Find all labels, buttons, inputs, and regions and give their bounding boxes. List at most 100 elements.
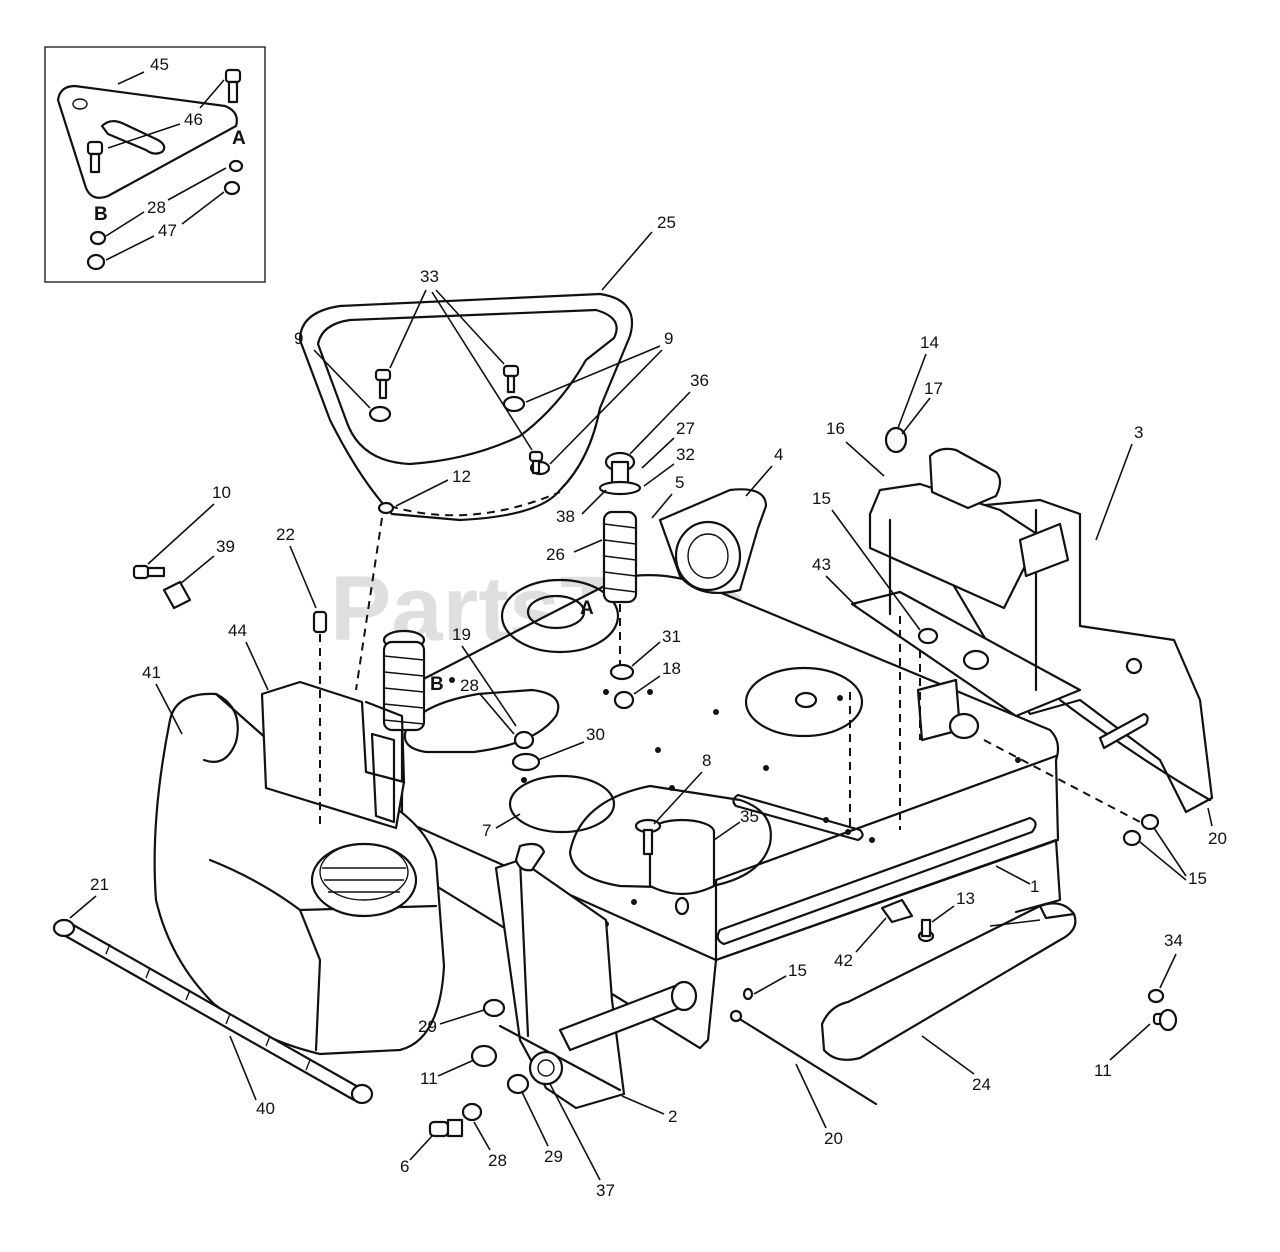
- bushing-11-right: [1152, 1008, 1178, 1032]
- collector-cover: [260, 680, 406, 830]
- callout-11-right: 11: [1094, 1061, 1112, 1080]
- inset-nut-left: [86, 253, 106, 271]
- leader-20-right: [1207, 807, 1213, 827]
- callout-25: 25: [657, 213, 676, 232]
- leader-7: [495, 813, 521, 829]
- chute-adapter: [658, 488, 768, 594]
- washer-31: [609, 663, 635, 681]
- callout-15-right: 15: [1188, 869, 1207, 888]
- leader-46b: [107, 123, 181, 149]
- leader-6: [409, 1135, 433, 1161]
- leader-11-left: [437, 1059, 475, 1077]
- cable-sleeve: [1098, 712, 1149, 750]
- rod-20-end: [729, 1009, 743, 1023]
- carriage-bolt-a: [374, 368, 392, 400]
- leader-12: [395, 479, 449, 507]
- bushing-37: [528, 1050, 564, 1086]
- baffle-hole-right: [502, 395, 526, 413]
- callout-42: 42: [834, 951, 853, 970]
- callout-13: 13: [956, 889, 975, 908]
- spring-assembly-a: [598, 451, 642, 664]
- inset-letter-b: B: [94, 204, 108, 225]
- leader-3: [1095, 443, 1133, 541]
- leader-13: [931, 905, 955, 923]
- leader-17: [901, 397, 931, 435]
- leader-22: [289, 545, 317, 609]
- tie-rod-head: [312, 610, 328, 634]
- callout-29-upper: 29: [418, 1017, 437, 1036]
- leader-41: [155, 683, 183, 735]
- callout-9-right: 9: [664, 329, 673, 348]
- deck-oval-opening: [403, 688, 560, 754]
- leader-9-right-b: [549, 349, 663, 465]
- clip-39: [162, 580, 192, 610]
- leader-47b: [105, 235, 155, 261]
- inset-plate-hole: [72, 98, 88, 110]
- leader-15-right-a: [1153, 827, 1187, 877]
- bolt-13: [917, 918, 935, 943]
- leader-9-right-a: [525, 345, 661, 403]
- nut-28-lower: [461, 1102, 483, 1122]
- leader-37: [549, 1083, 601, 1181]
- inset-bolt-lower: [86, 140, 104, 174]
- bracket-42: [880, 898, 914, 924]
- leader-45: [117, 71, 145, 85]
- leader-9-left: [313, 349, 371, 409]
- deck-opening-right-hub: [794, 691, 818, 709]
- leader-5: [651, 493, 673, 519]
- leader-35: [713, 821, 741, 841]
- leader-46a: [199, 79, 225, 109]
- mount-bracket: [494, 858, 698, 1110]
- right-bracket-assembly: [849, 426, 1214, 830]
- leader-20-lower: [795, 1063, 827, 1129]
- leader-26: [573, 539, 603, 553]
- callout-28-mid: 28: [460, 676, 479, 695]
- cable-20-upper: [1058, 698, 1212, 802]
- washer-29-upper: [482, 998, 506, 1018]
- leader-42: [855, 917, 887, 953]
- callout-4: 4: [774, 445, 783, 464]
- leader-28-mid: [479, 693, 515, 735]
- leader-25: [601, 231, 653, 291]
- carriage-bolt-b: [502, 364, 520, 394]
- clip-15-lower: [742, 987, 754, 1001]
- main-letter-b: B: [430, 674, 444, 695]
- washer-29-lower: [506, 1073, 530, 1095]
- callout-43: 43: [812, 555, 831, 574]
- callout-30: 30: [586, 725, 605, 744]
- fuel-tank: [868, 482, 1042, 610]
- leader-29-lower: [521, 1091, 549, 1147]
- leader-40: [229, 1035, 257, 1101]
- baffle-shield: [298, 292, 634, 522]
- callout-21: 21: [90, 875, 109, 894]
- leader-31: [631, 641, 661, 667]
- bolt-10: [132, 564, 166, 580]
- pin-8: [634, 818, 662, 856]
- switch-knob: [948, 712, 980, 740]
- callout-44: 44: [228, 621, 247, 640]
- throttle-bracket: [1018, 522, 1070, 578]
- callout-12: 12: [452, 467, 471, 486]
- callout-3: 3: [1134, 423, 1143, 442]
- main-letter-a: A: [580, 598, 594, 619]
- leader-15-right-b: [1139, 841, 1187, 881]
- leader-4: [745, 465, 773, 497]
- connector-15: [962, 649, 990, 671]
- callout-16: 16: [826, 419, 845, 438]
- callout-39: 39: [216, 537, 235, 556]
- leader-30: [537, 741, 585, 761]
- leader-15-top: [831, 509, 921, 631]
- callout-19: 19: [452, 625, 471, 644]
- leader-8: [653, 771, 703, 825]
- callout-15-lower: 15: [788, 961, 807, 980]
- leader-36: [629, 391, 691, 455]
- nut-28-mid: [513, 730, 535, 750]
- clip-15-upper: [917, 627, 939, 645]
- chute-24: [820, 902, 1077, 1061]
- leader-2: [621, 1095, 665, 1115]
- inset-bolt-upper: [224, 68, 242, 104]
- fuel-cap: [928, 447, 1002, 510]
- washer-30: [511, 752, 541, 772]
- callouts: 25 33 9 9 36 27 32 4 5 38 26 12 10 39 22…: [69, 213, 1227, 1200]
- nut-15-b: [1122, 829, 1142, 847]
